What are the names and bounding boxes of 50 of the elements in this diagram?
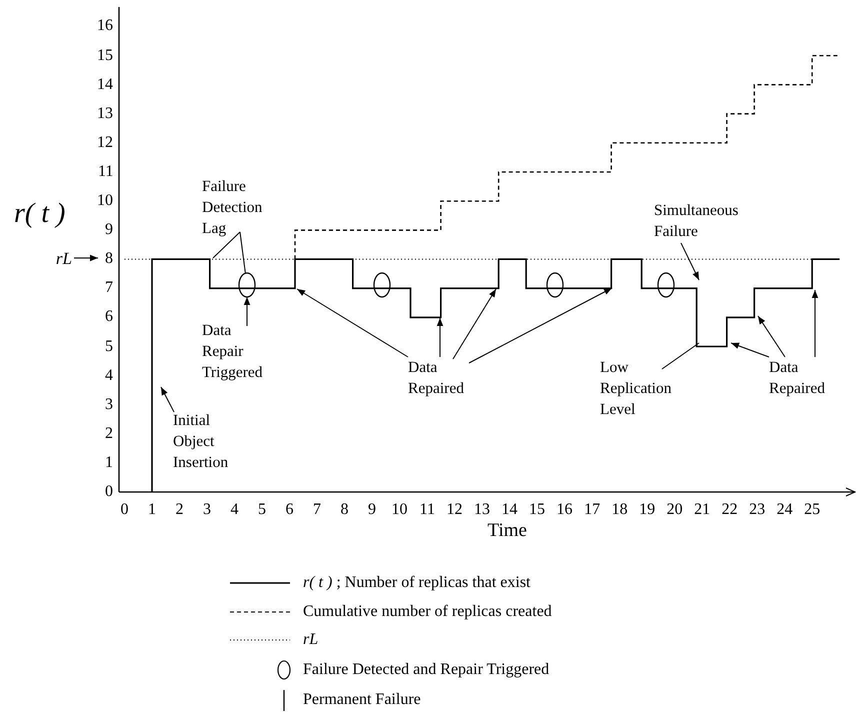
- tick-label: 24: [776, 501, 793, 519]
- tick-label: 14: [97, 76, 113, 94]
- tick-label: 19: [639, 501, 656, 519]
- tick-label: 9: [368, 501, 376, 519]
- tick-label: 13: [474, 501, 490, 519]
- tick-label: 2: [105, 424, 113, 443]
- tick-label: 3: [105, 396, 113, 414]
- legend-text: Permanent Failure: [303, 690, 421, 710]
- tick-label: 12: [97, 134, 113, 152]
- tick-label: 14: [502, 501, 518, 519]
- legend-text: Cumulative number of replicas created: [303, 602, 552, 622]
- tick-label: 23: [749, 501, 766, 519]
- tick-label: 11: [420, 501, 435, 519]
- tick-label: 10: [97, 192, 113, 210]
- tick-label: 18: [612, 501, 628, 519]
- tick-label: 15: [97, 46, 113, 65]
- tick-label: 6: [286, 501, 294, 519]
- tick-label: 1: [148, 501, 156, 519]
- tick-label: 7: [313, 501, 322, 519]
- tick-label: 0: [105, 483, 113, 501]
- tick-label: 8: [105, 250, 113, 268]
- tick-label: 0: [120, 501, 128, 519]
- tick-label: 17: [584, 501, 600, 519]
- tick-label: 21: [694, 501, 710, 519]
- tick-label: 11: [98, 162, 114, 181]
- tick-label: 16: [556, 501, 573, 519]
- tick-label: 5: [258, 501, 266, 519]
- legend-text: rL: [303, 630, 318, 650]
- tick-label: 1: [105, 454, 113, 472]
- tick-label: 4: [105, 366, 113, 385]
- legend-text: r( t ) ; Number of replicas that exist: [303, 573, 530, 593]
- tick-label: 20: [666, 501, 683, 519]
- tick-label: 22: [722, 501, 738, 519]
- tick-label: 5: [105, 338, 113, 356]
- tick-label: 3: [203, 501, 211, 519]
- tick-label: 25: [804, 501, 820, 519]
- tick-label: 4: [230, 501, 239, 519]
- tick-label: 7: [105, 279, 113, 298]
- tick-label: 6: [105, 308, 113, 326]
- axis-title: Time: [488, 522, 527, 540]
- tick-label: 15: [529, 501, 546, 519]
- tick-label: 9: [105, 221, 113, 240]
- tick-label: 12: [446, 501, 463, 519]
- tick-label: 10: [392, 501, 408, 519]
- legend-text: Failure Detected and Repair Triggered: [303, 660, 550, 680]
- tick-label: 16: [97, 17, 113, 36]
- tick-label: 13: [97, 104, 113, 123]
- tick-label: 8: [340, 501, 349, 519]
- tick-label: 2: [176, 501, 184, 519]
- axis-title: r( t ): [14, 198, 66, 230]
